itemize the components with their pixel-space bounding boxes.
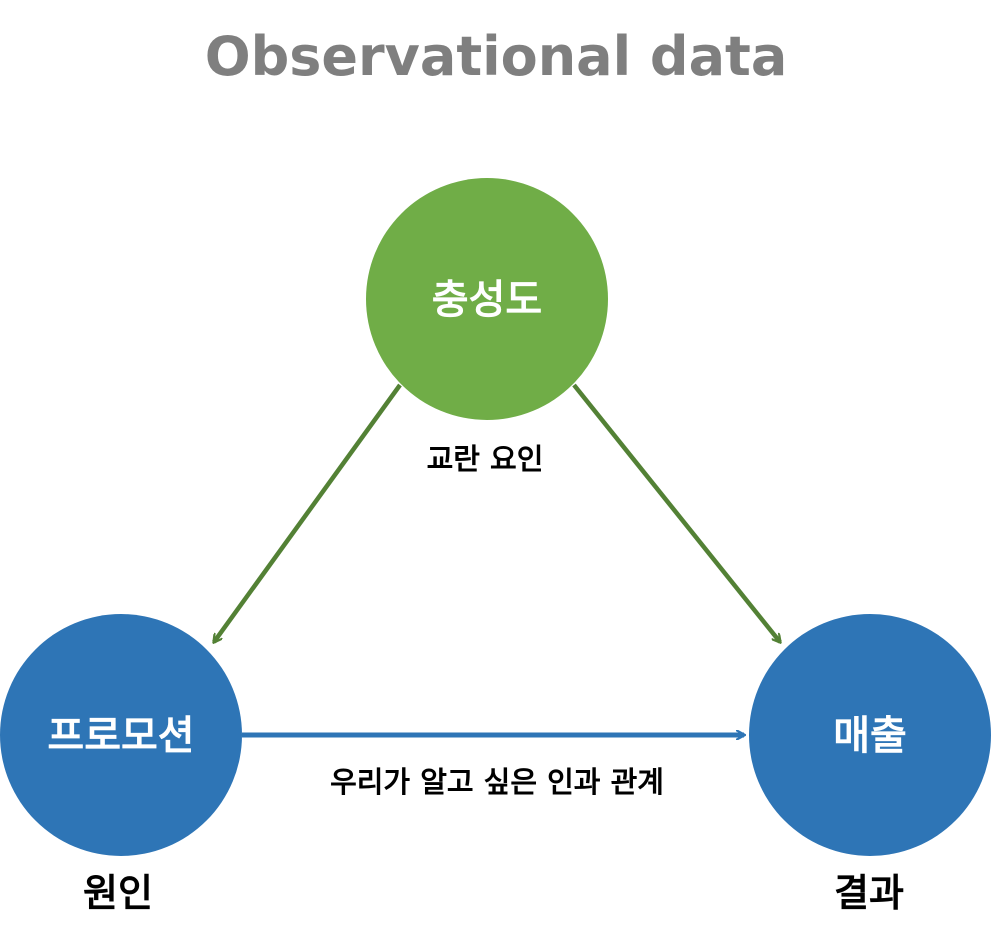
node-outcome-label: 매출 <box>833 713 907 759</box>
node-outcome <box>749 614 991 856</box>
node-confounder <box>366 178 608 420</box>
edge-confounder-to-outcome <box>572 383 780 642</box>
node-treatment-label: 프로모션 <box>47 713 194 759</box>
confounder-caption: 교란 요인 <box>427 442 544 476</box>
node-treatment <box>0 614 242 856</box>
outcome-role-label: 결과 <box>834 871 904 915</box>
node-confounder-label: 충성도 <box>432 277 542 323</box>
causal-edge-caption: 우리가 알고 싶은 인과 관계 <box>330 765 664 799</box>
diagram-title: Observational data <box>205 25 788 88</box>
edge-confounder-to-treatment <box>214 383 402 642</box>
treatment-role-label: 원인 <box>83 871 153 915</box>
